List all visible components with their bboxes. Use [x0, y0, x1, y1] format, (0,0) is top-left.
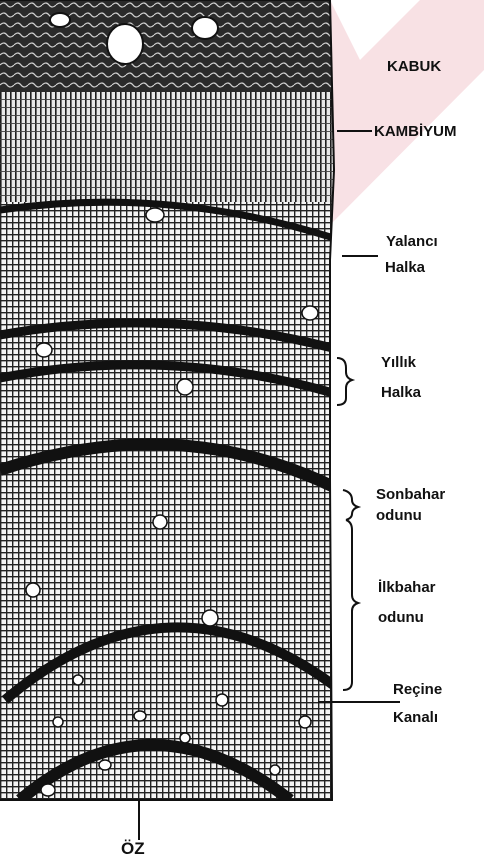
annual-ring-label-line1: Yıllık: [381, 354, 416, 371]
latewood-brace: [343, 490, 358, 520]
annual-ring-brace: [337, 358, 352, 405]
latewood-label-line2: odunu: [376, 507, 422, 524]
bark-region: [0, 0, 340, 92]
pith-label: ÖZ: [121, 840, 145, 857]
bark-cell: [107, 24, 143, 64]
annual-ring-label-line2: Halka: [381, 384, 421, 401]
ray-zone: [0, 92, 340, 202]
earlywood-label-line1: İlkbahar: [378, 579, 436, 596]
cambium-label: KAMBİYUM: [374, 123, 457, 140]
resin-canal-label-line2: Kanalı: [393, 709, 438, 726]
earlywood-label-line2: odunu: [378, 609, 424, 626]
bark-label: KABUK: [387, 58, 441, 75]
earlywood-brace: [343, 520, 358, 690]
false-ring-label-line2: Halka: [385, 259, 425, 276]
bark-cell: [192, 17, 218, 39]
resin-canal-label-line1: Reçine: [393, 681, 442, 698]
false-ring-label-line1: Yalancı: [386, 233, 438, 250]
wood-section: [0, 0, 340, 800]
bark-cell: [50, 13, 70, 27]
latewood-label-line1: Sonbahar: [376, 486, 445, 503]
